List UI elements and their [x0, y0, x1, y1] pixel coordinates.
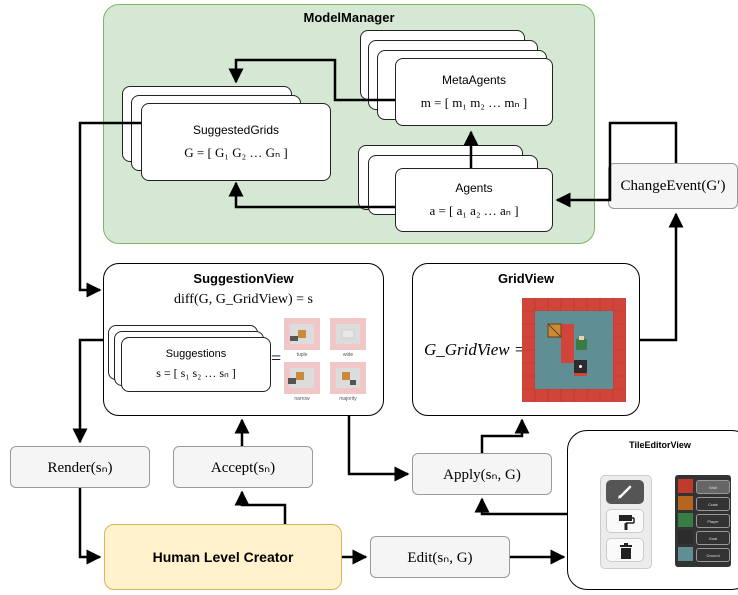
grid-view-title: GridView	[497, 271, 555, 286]
arrow-human-to-accept	[234, 490, 287, 524]
crate-tile-swatch	[678, 496, 693, 510]
arrow-suggestion-to-render	[72, 338, 103, 444]
pencil-tool-button[interactable]	[606, 480, 644, 504]
suggestions-formula: s = [ s₁ s₂ … sₙ ]	[156, 366, 236, 380]
suggested-grids-card: SuggestedGrids G = [ G₁ G₂ … Gₙ ]	[141, 103, 331, 181]
ground-tile-swatch	[678, 547, 693, 561]
suggested-grids-title: SuggestedGrids	[192, 123, 280, 137]
meta-agents-formula: m = [ m₁ m₂ … mₙ ]	[420, 95, 528, 110]
suggested-grids-formula: G = [ G₁ G₂ … Gₙ ]	[184, 145, 288, 160]
thumbnail-caption-1: tuple	[296, 352, 308, 358]
arrow-suggestion-to-apply	[347, 416, 410, 482]
tile-ground[interactable]: Ground	[678, 547, 730, 562]
crate-tile-label: Crate	[696, 497, 730, 511]
tile-editor-title: TileEditorView	[629, 440, 691, 450]
agents-formula: a = [ a₁ a₂ … aₙ ]	[429, 203, 519, 218]
wall-tile-label: Wall	[696, 480, 730, 494]
suggestions-card: Suggestions s = [ s₁ s₂ … sₙ ]	[121, 337, 271, 392]
human-level-creator-box: Human Level Creator	[104, 524, 342, 590]
edit-action-box: Edit(sₙ, G)	[370, 536, 510, 578]
suggestion-view-title: SuggestionView	[193, 271, 294, 286]
suggestions-title: Suggestions	[165, 348, 227, 360]
tile-crate[interactable]: Crate	[678, 496, 730, 511]
equals-sign: =	[271, 348, 282, 368]
player-tile-swatch	[678, 513, 693, 527]
thumbnail-4	[330, 362, 366, 394]
thumbnail-2	[330, 318, 366, 350]
tile-goal[interactable]: Goal	[678, 530, 730, 545]
thumbnail-caption-4: majority	[339, 396, 357, 402]
paint-roller-tool-button[interactable]	[606, 509, 644, 533]
render-action-box: Render(sₙ)	[10, 446, 150, 488]
thumbnail-1	[284, 318, 320, 350]
thumbnail-3	[284, 362, 320, 394]
agents-title: Agents	[455, 181, 493, 195]
arrow-apply-to-gridview	[480, 418, 530, 453]
agents-card: Agents a = [ a₁ a₂ … aₙ ]	[395, 168, 553, 232]
trash-tool-button[interactable]	[606, 538, 644, 562]
apply-action-box: Apply(sₙ, G)	[412, 453, 552, 495]
goal-tile-label: Goal	[696, 531, 730, 545]
pencil-icon	[618, 485, 632, 499]
diff-formula: diff(G, G_GridView) = s	[174, 292, 313, 307]
thumbnail-caption-3: narrow	[294, 396, 310, 402]
thumbnail-caption-2: wide	[342, 352, 354, 358]
model-manager-title: ModelManager	[303, 10, 395, 25]
suggestion-thumbnails	[284, 318, 366, 394]
wall-tile-swatch	[678, 479, 693, 493]
arrow-tileeditor-to-apply	[474, 497, 567, 516]
paint-roller-icon	[619, 515, 635, 530]
meta-agents-card: MetaAgents m = [ m₁ m₂ … mₙ ]	[395, 58, 553, 126]
arrow-gridview-to-change	[640, 212, 684, 342]
goal-tile-swatch	[678, 530, 693, 544]
accept-action-box: Accept(sₙ)	[173, 446, 313, 488]
tile-player[interactable]: Player	[678, 513, 730, 528]
player-tile-label: Player	[696, 514, 730, 528]
ground-tile-label: Ground	[696, 548, 730, 562]
grid-view-formula: G_GridView =	[424, 340, 526, 359]
meta-agents-title: MetaAgents	[441, 73, 507, 87]
tile-wall[interactable]: Wall	[678, 479, 730, 494]
change-event-box: ChangeEvent(G′)	[608, 163, 738, 209]
arrow-render-to-human	[78, 488, 102, 565]
level-grid	[522, 298, 626, 402]
trash-icon	[620, 543, 632, 559]
